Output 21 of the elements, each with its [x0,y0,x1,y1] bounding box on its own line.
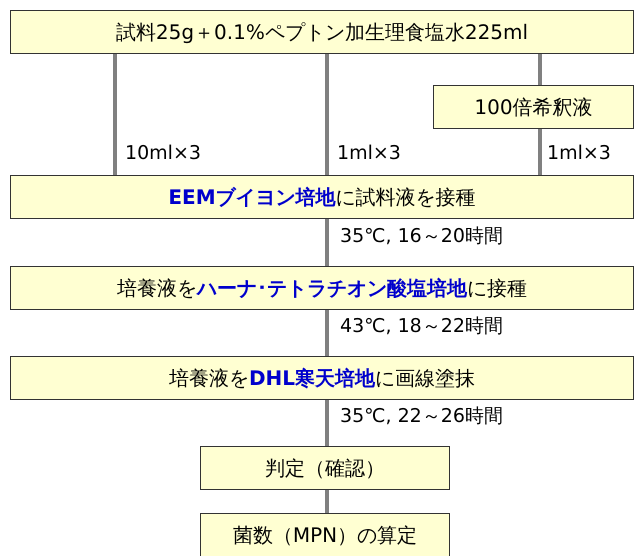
edge-label: 35℃, 16～20時間 [340,224,503,249]
edge-label: 35℃, 22～26時間 [340,404,503,429]
connector-line [325,400,329,446]
process-box: 菌数（MPN）の算定 [200,513,450,556]
connector-line [325,54,329,175]
connector-line [113,54,117,175]
edge-label: 10ml×3 [125,142,201,164]
edge-label: 1ml×3 [337,142,401,164]
connector-line [325,219,329,266]
process-box: 培養液をDHL寒天培地に画線塗抹 [10,356,634,400]
connector-line [325,310,329,356]
process-box: 判定（確認） [200,446,450,490]
edge-label: 43℃, 18～22時間 [340,314,503,339]
process-box: 試料25g＋0.1%ペプトン加生理食塩水225ml [10,10,634,54]
connector-line [538,54,542,85]
connector-line [538,129,542,175]
connector-line [325,490,329,513]
process-box: 100倍希釈液 [433,85,634,129]
process-box: EEMブイヨン培地に試料液を接種 [10,175,634,219]
edge-label: 1ml×3 [547,142,611,164]
process-box: 培養液をハーナ･テトラチオン酸塩培地に接種 [10,266,634,310]
